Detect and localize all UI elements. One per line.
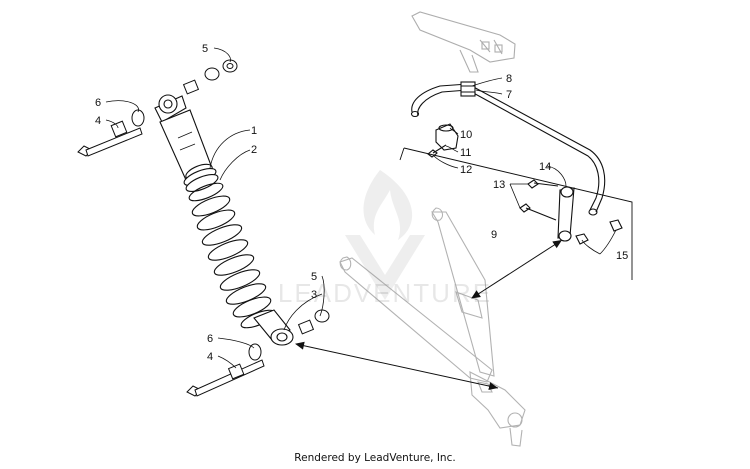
upper-shock-hardware [77,59,238,157]
callout-11: 11 [460,147,471,159]
callout-9: 9 [491,229,497,241]
callout-3: 3 [311,289,317,301]
footer-credit: Rendered by LeadVenture, Inc. [294,452,456,464]
callout-14: 14 [539,161,551,173]
arrow-end-link [471,239,563,299]
watermark-logo [345,170,425,300]
shock-absorber [154,94,294,346]
frame-bracket [411,11,516,73]
callout-13: 13 [493,179,505,191]
callout-5-lower: 5 [311,271,317,283]
callout-4-upper: 4 [95,115,101,127]
arrow-lower-shock [295,341,499,390]
a-arm [339,207,526,447]
group-bracket [399,147,633,280]
callout-10: 10 [460,129,472,141]
callout-4-lower: 4 [207,351,213,363]
lower-shock-hardware [186,309,330,397]
callout-6-upper: 6 [95,97,101,109]
callout-6-lower: 6 [207,333,213,345]
callout-12: 12 [460,164,472,176]
callout-2: 2 [251,144,257,156]
callout-15: 15 [616,250,628,262]
sway-bar [410,81,623,245]
callout-7: 7 [506,89,512,101]
callout-8: 8 [506,73,512,85]
callout-1: 1 [251,125,257,137]
callout-5-upper: 5 [202,43,208,55]
leader-lines [105,47,617,369]
